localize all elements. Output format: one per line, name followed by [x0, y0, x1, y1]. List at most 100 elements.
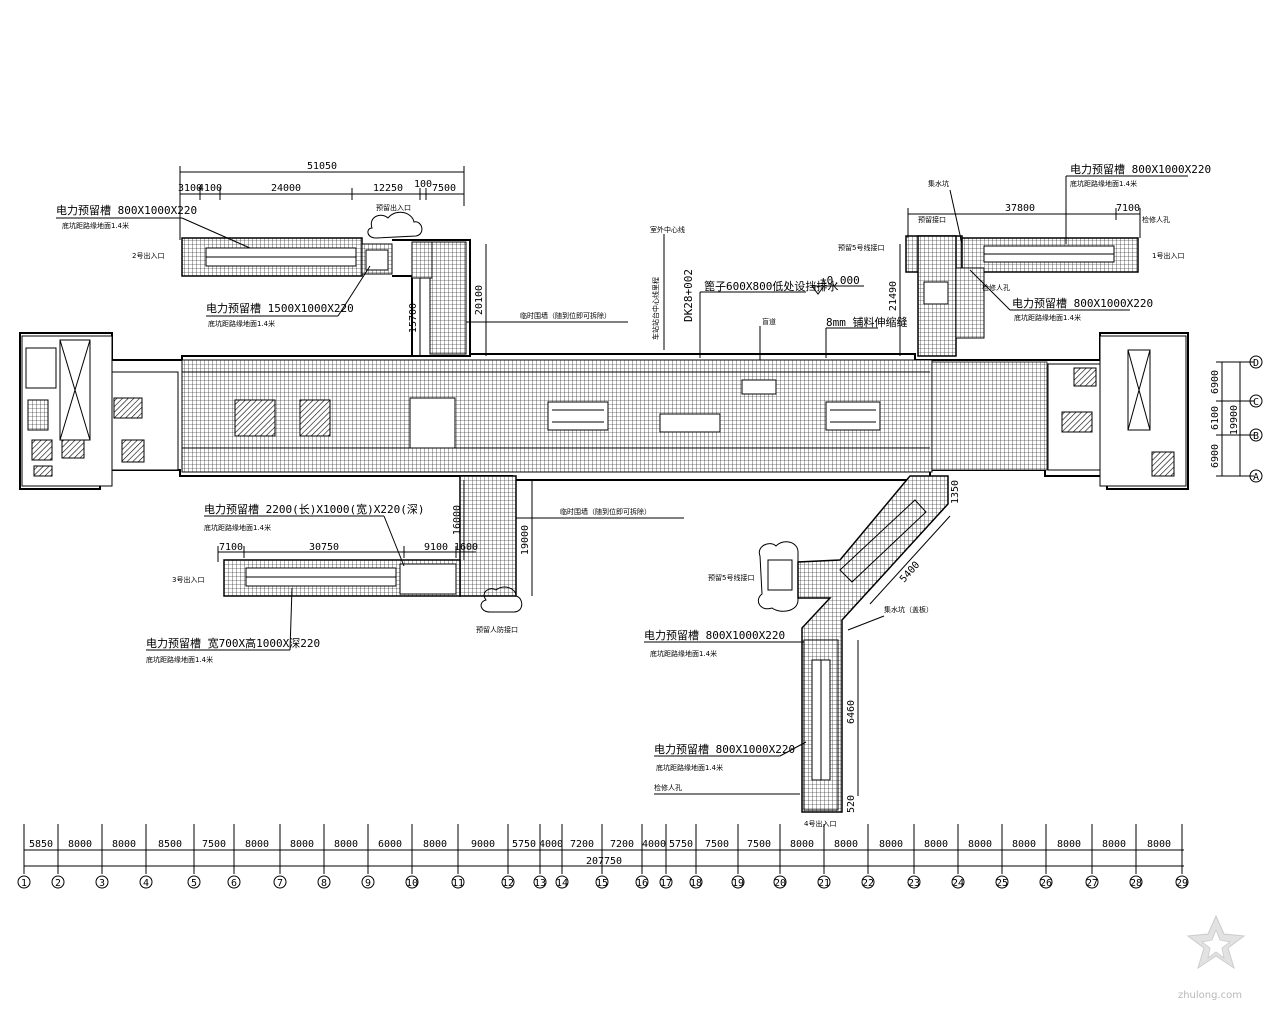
axis-span-label: 5750 [512, 839, 536, 850]
axis-span-label: 4000 [539, 839, 563, 850]
dim-520: 520 [846, 795, 857, 813]
dim-e3-a: 7100 [219, 542, 243, 553]
watermark: zhulong.com [1178, 914, 1246, 1001]
axis-span-label: 7500 [747, 839, 771, 850]
ann-b2-note: 底坑距路缘地面1.4米 [656, 763, 723, 772]
dim-15700: 15700 [408, 303, 419, 333]
axis-label: 2 [55, 878, 61, 889]
axis-bubble [187, 875, 201, 889]
joint-note: 8mm 铺料伸缩缝 [826, 315, 908, 329]
axis-bubble [731, 875, 745, 889]
axis-span-label: 7200 [570, 839, 594, 850]
axis-label: 7 [277, 878, 283, 889]
axis-span-label: 8000 [1102, 839, 1126, 850]
future-entrance-top: 预留出入口 [376, 203, 411, 212]
axis-span-label: 8000 [790, 839, 814, 850]
dim-5400: 5400 [898, 560, 922, 585]
elevation-mark: ±0.000 [820, 274, 860, 287]
ann-l3-note: 底坑距路缘地面1.4米 [204, 523, 271, 532]
axis-bubble [1085, 875, 1099, 889]
axis-label: 6 [231, 878, 237, 889]
axis-span-label: 9000 [471, 839, 495, 850]
axis-span-label: 7500 [705, 839, 729, 850]
ann-l1-spec: 电力预留槽 800X1000X220 [56, 204, 197, 217]
watermark-text: zhulong.com [1178, 990, 1242, 1001]
axis-bubble [51, 875, 65, 889]
axis-bubble [907, 875, 921, 889]
temp-wall-bottom: 临时围墙（随到位即可拆除） [560, 507, 651, 516]
dim-side-total: 19900 [1229, 405, 1240, 435]
center-mark: 室外中心线 [650, 225, 685, 234]
axis-label: 11 [452, 878, 464, 889]
axis-label: 12 [502, 878, 514, 889]
left-equipment-rooms [21, 335, 456, 487]
axis-bubble [361, 875, 375, 889]
entrance-1-label: 1号出入口 [1152, 251, 1184, 260]
axis-bubble [317, 875, 331, 889]
axis-bubble [533, 875, 547, 889]
axis-label: 15 [596, 878, 608, 889]
ann-l2-note: 底坑距路缘地面1.4米 [208, 319, 275, 328]
ann-b1-spec: 电力预留槽 800X1000X220 [644, 629, 785, 642]
ann-l2-spec: 电力预留槽 1500X1000X220 [206, 302, 354, 315]
axis-label: 24 [952, 878, 964, 889]
station-center-mark: 车站站台中心线里程 [651, 277, 660, 340]
axis-bubble [817, 875, 831, 889]
axis-bubble [227, 875, 241, 889]
axis-label: 5 [191, 878, 197, 889]
drain-right: 集水坑 [928, 179, 949, 188]
axis-label: 14 [556, 878, 568, 889]
future-line5-bottom: 预留5号线接口 [708, 573, 754, 582]
axis-span-label: 8000 [68, 839, 92, 850]
zhulong-logo-icon [1186, 914, 1246, 970]
axis-span-label: 8000 [968, 839, 992, 850]
dim-e3-c: 9100 [424, 542, 448, 553]
axis-span-label: 8000 [1012, 839, 1036, 850]
axis-bubble [773, 875, 787, 889]
exit-r1: 检修人孔 [1142, 215, 1170, 224]
axis-span-label: 5850 [29, 839, 53, 850]
axis-bubble [595, 875, 609, 889]
ann-r1-spec: 电力预留槽 800X1000X220 [1070, 163, 1211, 176]
axis-span-label: 8000 [1147, 839, 1171, 850]
dim-seg-6: 7500 [432, 183, 456, 194]
axis-span-label: 4000 [642, 839, 666, 850]
axis-span-label: 8000 [423, 839, 447, 850]
exit-b1: 检修人孔 [654, 783, 682, 792]
temp-wall-top: 临时围墙（随到位即可拆除） [520, 311, 611, 320]
axis-label: 3 [99, 878, 105, 889]
future-entrance-bottom: 预留人防接口 [476, 625, 518, 634]
dim-side-3: 6900 [1210, 444, 1221, 468]
axis-span-label: 8000 [834, 839, 858, 850]
dim-seg-1: 3100 [178, 183, 202, 194]
future-line5-top: 预留5号线接口 [838, 243, 884, 252]
entrance-3-dimensions: 7100 30750 9100 1600 [217, 542, 478, 562]
row-axis-a: A [1253, 472, 1259, 483]
axis-label: 17 [660, 878, 672, 889]
axis-bubble [17, 875, 31, 889]
axis-span-label: 8000 [924, 839, 948, 850]
dim-e3-b: 30750 [309, 542, 339, 553]
axis-span-label: 8000 [290, 839, 314, 850]
passage-entrance-4 [757, 475, 949, 813]
axis-label: 16 [636, 878, 648, 889]
ann-l4-spec: 电力预留槽 宽700X高1000X深220 [146, 636, 320, 650]
axis-label: 8 [321, 878, 327, 889]
row-axis-d: D [1253, 358, 1259, 369]
top-left-dimensions: 51050 3100 4100 24000 12250 100 7500 [178, 161, 465, 240]
exit-r2: 检修人孔 [982, 283, 1010, 292]
dim-e3-d: 1600 [454, 542, 478, 553]
axis-label: 4 [143, 878, 149, 889]
axis-bubble [451, 875, 465, 889]
dim-seg-5: 100 [414, 179, 432, 190]
dim-seg-2: 4100 [198, 183, 222, 194]
right-equipment-rooms [1047, 335, 1187, 487]
dim-right-seg: 7100 [1116, 203, 1140, 214]
axis-label: 23 [908, 878, 920, 889]
axis-span-label: 8500 [158, 839, 182, 850]
axis-label: 18 [690, 878, 702, 889]
axis-span-label: 8000 [1057, 839, 1081, 850]
axis-span-label: 5750 [669, 839, 693, 850]
ann-r2-note: 底坑距路缘地面1.4米 [1014, 313, 1081, 322]
